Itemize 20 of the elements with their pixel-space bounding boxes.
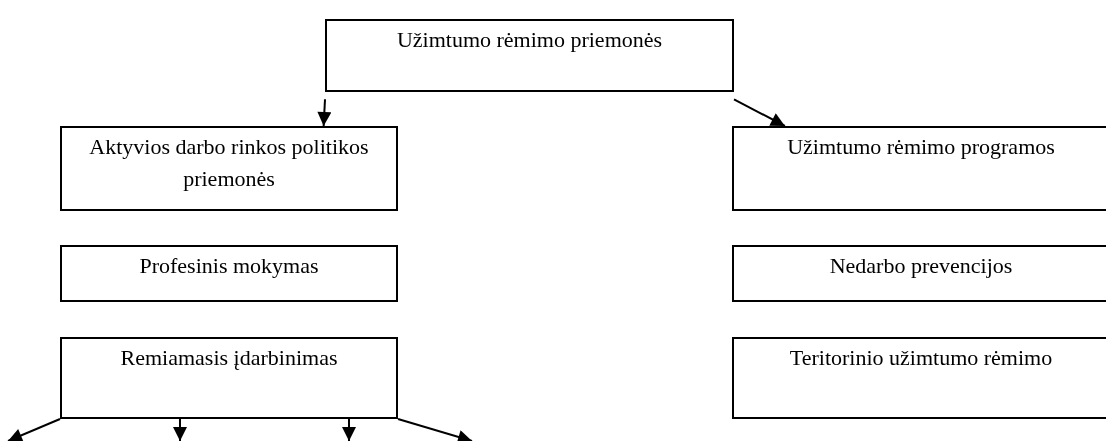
box-label: Profesinis mokymas (138, 252, 320, 280)
box-label: Užimtumo rėmimo programos (786, 133, 1056, 161)
process-box (732, 245, 1106, 302)
arrow (317, 98, 332, 127)
process-box (60, 245, 398, 302)
arrow (733, 98, 786, 127)
process-box (732, 126, 1106, 211)
box-label: Nedarbo prevencijos (828, 252, 1014, 280)
box-label: Aktyvios darbo rinkos politikos priemonės (88, 133, 370, 193)
process-box (60, 126, 398, 211)
arrow (397, 418, 473, 441)
box-label: Užimtumo rėmimo priemonės (395, 26, 664, 54)
box-label: Remiamasis įdarbinimas (119, 344, 339, 372)
arrow (7, 418, 61, 441)
process-box (732, 337, 1106, 419)
arrow (342, 418, 356, 441)
arrow (173, 418, 187, 441)
box-label: Teritorinio užimtumo rėmimo (788, 344, 1054, 372)
process-box (325, 19, 734, 92)
process-box (60, 337, 398, 419)
